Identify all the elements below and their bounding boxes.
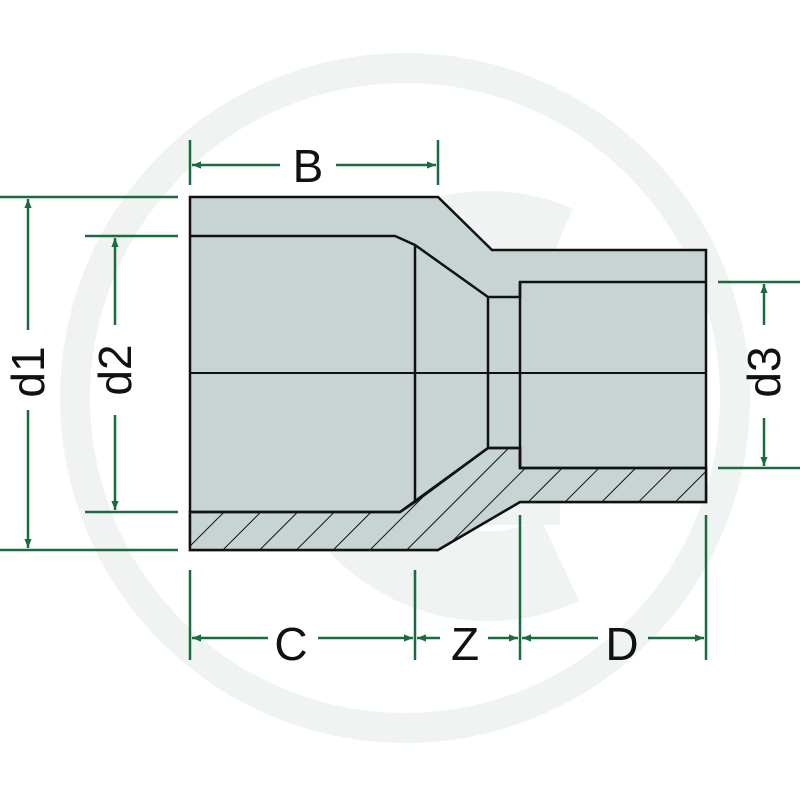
- label-d3: d3: [738, 346, 790, 397]
- label-B: B: [293, 140, 324, 192]
- label-Z: Z: [451, 618, 479, 670]
- label-d2: d2: [89, 344, 141, 395]
- label-C: C: [274, 618, 307, 670]
- label-D: D: [605, 618, 638, 670]
- extension-lines: [0, 140, 800, 660]
- dimension-lines: [24, 161, 768, 642]
- label-d1: d1: [2, 346, 54, 397]
- inner-bore-outline: [190, 234, 706, 514]
